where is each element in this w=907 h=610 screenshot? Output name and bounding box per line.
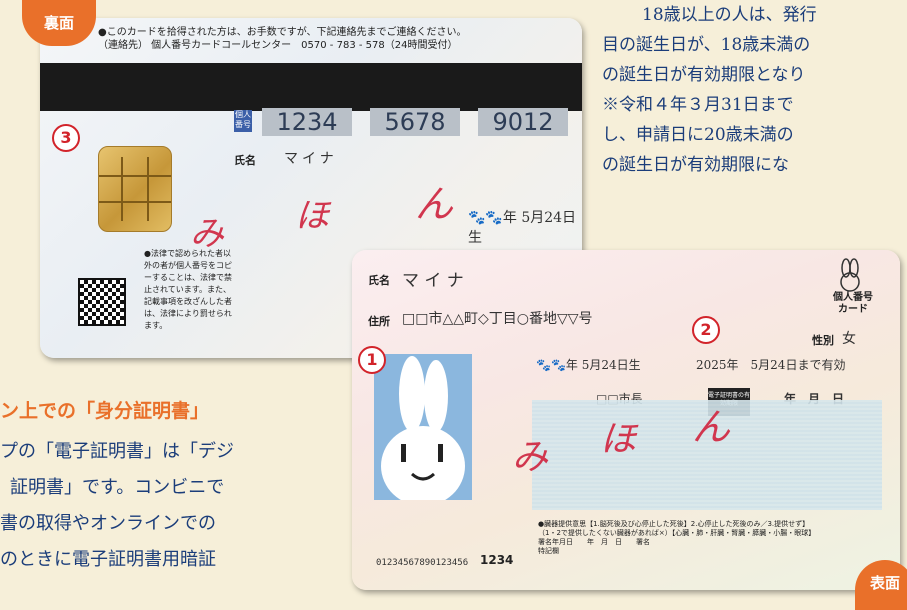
number-group: 9012 — [478, 108, 568, 136]
rabbit-logo-icon — [830, 258, 870, 292]
left-text-line: のときに電子証明書用暗証 — [0, 549, 216, 570]
birth-date: 🐾🐾年 5月24日生 — [536, 358, 641, 372]
card-title-line: 個人番号 — [833, 292, 873, 303]
card-back: ●このカードを拾得された方は、お手数ですが、下記連絡先までご連絡ください。 （連… — [40, 18, 582, 358]
card-front: 氏名 マ イ ナ 住所 □□市△△町◇丁目○番地▽▽号 性別 女 🐾🐾年 5月2… — [352, 250, 900, 590]
marker-2: 2 — [692, 316, 720, 344]
notice-line: （連絡先） 個人番号カードコールセンター 0570 - 783 - 578（24… — [98, 40, 458, 51]
serial-number: 01234567890123456 — [376, 558, 469, 568]
address-value: □□市△△町◇丁目○番地▽▽号 — [402, 311, 593, 327]
marker-1: 1 — [358, 346, 386, 374]
right-text-line: 目の誕生日が、18歳未満の — [602, 35, 811, 55]
right-body-text: 18歳以上の人は、発行 目の誕生日が、18歳未満の の誕生日が有効期限となり ※… — [602, 0, 907, 180]
name-label: 氏名 — [234, 154, 256, 167]
name-value: マ イ ナ — [402, 271, 464, 291]
section-heading: ン上での「身分証明書」 — [0, 400, 210, 422]
right-text-line: し、申請日に20歳未満の — [602, 125, 794, 145]
card-title-line: カード — [838, 304, 868, 315]
right-text-line: 18歳以上の人は、発行 — [642, 5, 817, 25]
left-text-line: プの「電子証明書」は「デジ — [0, 441, 234, 462]
sex-value: 女 — [842, 331, 856, 347]
right-text-line: の誕生日が有効期限にな — [602, 155, 789, 175]
signature-char: ほ — [600, 419, 637, 460]
right-text-line: ※令和４年３月31日まで — [602, 95, 794, 115]
number-group: 5678 — [370, 108, 460, 136]
signature-char: み — [512, 437, 549, 478]
back-notice: ●このカードを拾得された方は、お手数ですが、下記連絡先までご連絡ください。 （連… — [98, 26, 568, 52]
marker-3: 3 — [52, 124, 80, 152]
address-label: 住所 — [368, 315, 390, 328]
individual-number-label: 個人番号 — [234, 110, 252, 132]
photo-rabbit — [374, 354, 472, 500]
back-side-tag: 裏面 — [22, 0, 96, 46]
number-group: 1234 — [262, 108, 352, 136]
notice-line: ●このカードを拾得された方は、お手数ですが、下記連絡先までご連絡ください。 — [98, 27, 467, 38]
ic-chip — [98, 146, 172, 232]
organ-text-line: ●臓器提供意思【1.脳死後及び心停止した死後】2.心停止した死後のみ／3.提供せ… — [538, 520, 810, 528]
organ-text-line: 特記欄 — [538, 547, 559, 555]
expiry-date: 2025年 5月24日まで有効 — [696, 358, 846, 372]
legal-warning: ●法律で認められた者以外の者が個人番号をコピーすることは、法律で禁止されています… — [144, 249, 232, 330]
left-text-line: 証明書」です。コンビニで — [10, 477, 225, 498]
pin-tail: 1234 — [480, 553, 514, 567]
right-text-line: の誕生日が有効期限となり — [602, 65, 806, 85]
left-text-line: 書の取得やオンラインでの — [0, 513, 216, 534]
front-side-tag: 表面 — [855, 560, 907, 610]
left-body-text: プの「電子証明書」は「デジ 証明書」です。コンビニで 書の取得やオンラインでの … — [0, 434, 340, 578]
card-type-label: 個人番号 カード — [818, 292, 888, 316]
sex-label: 性別 — [812, 334, 834, 347]
signature-char: ほ — [295, 196, 329, 236]
organ-donation-text: ●臓器提供意思【1.脳死後及び心停止した死後】2.心停止した死後のみ／3.提供せ… — [538, 520, 888, 556]
organ-text-line: （1・2で提供したくない臓器があれば×）【心臓・肺・肝臓・腎臓・膵臓・小腸・眼球… — [538, 529, 816, 537]
signature-char: み — [190, 214, 224, 254]
signature-area — [532, 400, 882, 510]
name-value: マイナ — [284, 151, 338, 167]
name-label: 氏名 — [368, 274, 390, 287]
qr-code — [78, 278, 126, 326]
birth-date: 🐾🐾年 5月24日生 — [468, 210, 577, 246]
signature-char: ん — [415, 182, 454, 226]
magnetic-stripe — [40, 63, 582, 111]
organ-text-line: 署名年月日 年 月 日 署名 — [538, 538, 650, 546]
signature-char: ん — [692, 405, 731, 449]
